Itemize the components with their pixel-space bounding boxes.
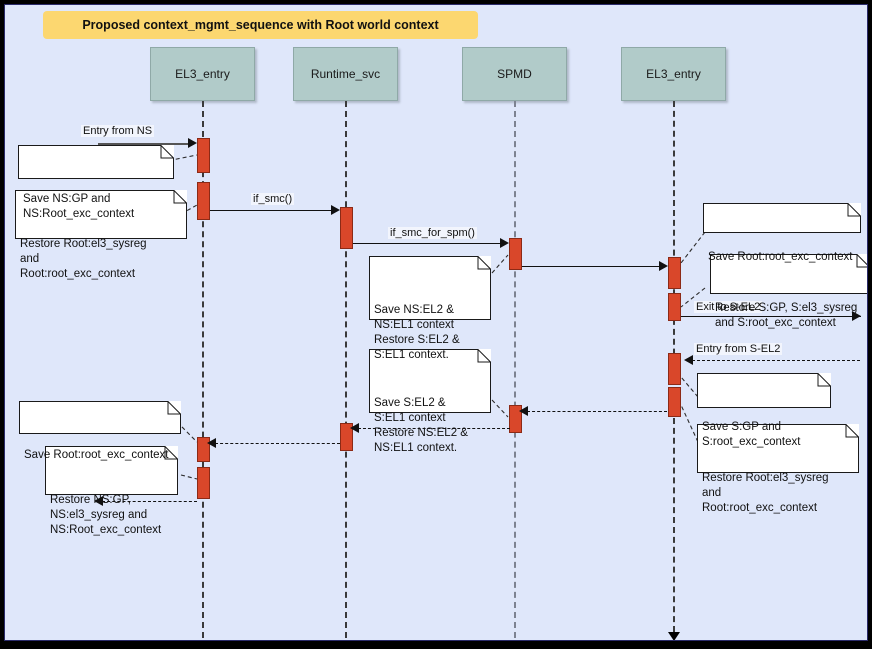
- participant-box-el3-entry-right[interactable]: EL3_entry: [621, 47, 726, 101]
- note-save-root-exc-context-left: Save Root:root_exc_context: [19, 401, 181, 461]
- note-shape: [369, 349, 491, 413]
- diagram-title-banner: Proposed context_mgmt_sequence with Root…: [43, 11, 478, 39]
- note-restore-root-el3-sysreg-right: Restore Root:el3_sysreg and Root:root_ex…: [697, 424, 859, 514]
- note-restore-ns-gp: Restore NS:GP, NS:el3_sysreg and NS:Root…: [45, 446, 178, 536]
- arrowhead-icon: [519, 406, 528, 416]
- activation-bar: [509, 238, 522, 270]
- participant-label: EL3_entry: [175, 67, 230, 81]
- message-line-entry-from-ns: [98, 143, 190, 145]
- activation-bar: [509, 405, 522, 433]
- lifeline-el3-entry-left: [202, 101, 204, 638]
- activation-bar: [197, 467, 210, 499]
- note-shape: [710, 254, 867, 294]
- note-text: Save Root:root_exc_context: [708, 251, 853, 263]
- message-label-if-smc-for-spm: if_smc_for_spm(): [388, 227, 477, 239]
- message-label-entry-from-ns: Entry from NS: [81, 125, 155, 137]
- participant-box-runtime-svc[interactable]: Runtime_svc: [293, 47, 398, 101]
- note-save-ns-el2-restore-s-el2: Save NS:EL2 & NS:EL1 context Restore S:E…: [369, 256, 491, 361]
- note-text: Restore Root:el3_sysreg and Root:root_ex…: [20, 238, 147, 280]
- arrowhead-icon: [350, 423, 359, 433]
- arrowhead-icon: [331, 205, 340, 215]
- note-shape: [45, 446, 178, 495]
- note-shape: [19, 401, 181, 434]
- message-line-el3-to-external-return: [102, 501, 197, 502]
- lifeline-spmd: [514, 101, 516, 638]
- participant-label: EL3_entry: [646, 67, 701, 81]
- arrowhead-icon: [684, 355, 693, 365]
- participant-label: Runtime_svc: [310, 67, 381, 81]
- note-text: Save NS:GP and NS:Root_exc_context: [23, 193, 135, 220]
- arrowhead-icon: [94, 496, 103, 506]
- note-shape: [369, 256, 491, 320]
- participant-box-spmd[interactable]: SPMD: [462, 47, 567, 101]
- note-save-root-exc-context-right: Save Root:root_exc_context: [703, 203, 861, 263]
- arrowhead-icon: [500, 238, 509, 248]
- activation-bar: [668, 387, 681, 417]
- note-text: Restore NS:GP, NS:el3_sysreg and NS:Root…: [50, 494, 162, 536]
- note-shape: [697, 373, 831, 408]
- arrowhead-icon: [852, 311, 861, 321]
- message-line-el3-to-spmd-return: [527, 411, 667, 412]
- note-save-s-el2-restore-ns-el2: Save S:EL2 & S:EL1 context Restore NS:EL…: [369, 349, 491, 454]
- lifeline-runtime-svc: [345, 101, 347, 638]
- message-label-entry-from-s-el2: Entry from S-EL2: [694, 343, 783, 355]
- note-text: Restore Root:el3_sysreg and Root:root_ex…: [702, 472, 829, 514]
- message-line-if-smc: [210, 210, 333, 211]
- sequence-diagram-frame: Proposed context_mgmt_sequence with Root…: [4, 4, 868, 641]
- activation-bar: [197, 138, 210, 173]
- note-save-ns-gp: Save NS:GP and NS:Root_exc_context: [18, 145, 174, 220]
- note-shape: [697, 424, 859, 473]
- message-line-spmd-to-el3: [522, 266, 660, 267]
- message-line-entry-from-s-el2: [692, 360, 860, 361]
- activation-bar: [340, 423, 353, 451]
- message-line-spmd-to-runtime-return: [358, 428, 510, 429]
- note-restore-s-gp-s-el3-sysreg: Restore S:GP, S:el3_sysreg and S:root_ex…: [710, 254, 867, 329]
- message-label-exit-to-s-el2: Exit to S-EL2: [694, 301, 763, 313]
- note-text: Save S:EL2 & S:EL1 context Restore NS:EL…: [374, 397, 468, 454]
- note-shape: [15, 190, 187, 239]
- activation-bar: [340, 207, 353, 249]
- note-text: Save NS:EL2 & NS:EL1 context Restore S:E…: [374, 304, 460, 361]
- message-label-if-smc: if_smc(): [251, 193, 295, 205]
- arrowhead-icon: [659, 261, 668, 271]
- note-text: Save S:GP and S:root_exc_context: [702, 421, 801, 448]
- note-save-s-gp: Save S:GP and S:root_exc_context: [697, 373, 831, 448]
- lifeline-end-arrow-icon: [668, 632, 680, 640]
- note-text: Restore S:GP, S:el3_sysreg and S:root_ex…: [715, 302, 858, 329]
- message-line-if-smc-for-spm: [353, 243, 501, 244]
- diagram-title-text: Proposed context_mgmt_sequence with Root…: [82, 18, 439, 32]
- message-line-runtime-to-el3-return: [215, 443, 340, 444]
- note-shape: [703, 203, 861, 233]
- participant-box-el3-entry-left[interactable]: EL3_entry: [150, 47, 255, 101]
- activation-bar: [197, 182, 210, 220]
- activation-bar: [197, 437, 210, 462]
- participant-label: SPMD: [497, 67, 532, 81]
- note-text: Save Root:root_exc_context: [24, 449, 169, 461]
- message-line-exit-to-s-el2: [681, 316, 861, 317]
- activation-bar: [668, 293, 681, 321]
- arrowhead-icon: [188, 138, 197, 148]
- note-restore-root-el3-sysreg: Restore Root:el3_sysreg and Root:root_ex…: [15, 190, 187, 280]
- arrowhead-icon: [207, 438, 216, 448]
- activation-bar: [668, 257, 681, 289]
- note-shape: [18, 145, 174, 179]
- activation-bar: [668, 353, 681, 385]
